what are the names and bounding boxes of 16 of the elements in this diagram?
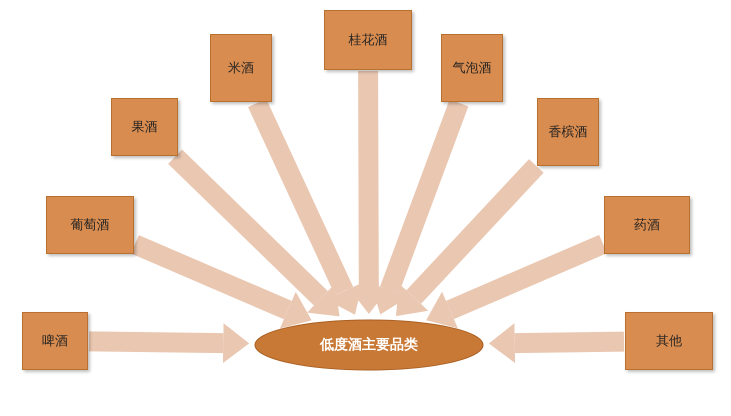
- category-box: 其他: [625, 312, 713, 370]
- category-box: 药酒: [604, 196, 690, 254]
- category-box: 桂花酒: [324, 10, 412, 70]
- category-ellipse: 低度酒主要品类: [253, 318, 485, 372]
- category-box: 气泡酒: [441, 34, 503, 102]
- block-arrow: [426, 234, 608, 328]
- category-box: 果酒: [111, 98, 178, 156]
- block-arrow: [488, 323, 624, 364]
- category-box: 葡萄酒: [46, 196, 134, 254]
- block-arrow: [130, 235, 312, 328]
- category-box: 米酒: [210, 34, 272, 102]
- block-arrow: [396, 159, 544, 316]
- block-arrow: [88, 323, 250, 364]
- block-arrow: [168, 150, 340, 316]
- category-box: 啤酒: [22, 312, 88, 370]
- category-box: 香槟酒: [537, 98, 599, 166]
